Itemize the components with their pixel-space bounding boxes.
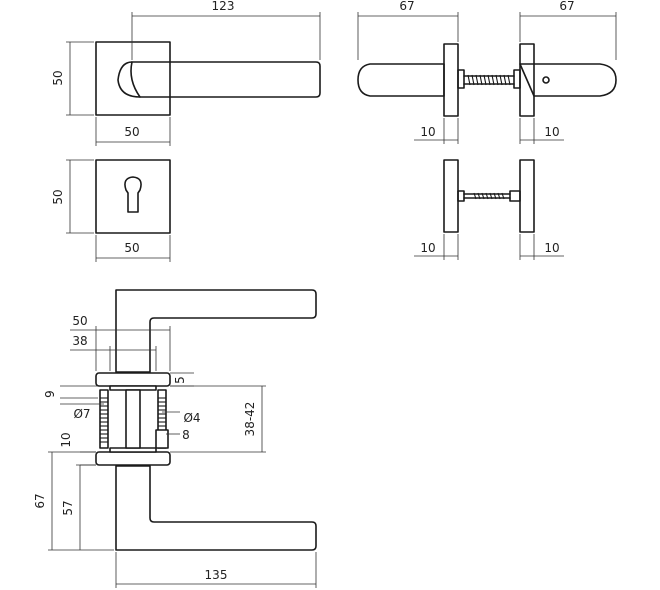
lever-front-view: 123 50 50 bbox=[51, 0, 321, 146]
dim-section-9: 9 bbox=[43, 390, 57, 398]
dim-rose-height: 50 bbox=[51, 70, 65, 85]
upper-lever bbox=[115, 289, 317, 373]
dim-section-10: 10 bbox=[59, 432, 73, 447]
right-bolt bbox=[155, 389, 169, 449]
dim-section-50: 50 bbox=[72, 314, 87, 328]
left-bolt bbox=[99, 389, 109, 449]
dim-left-lever-length: 67 bbox=[399, 0, 414, 13]
dim-esc-width: 50 bbox=[124, 241, 139, 255]
escutcheon-plate bbox=[95, 159, 171, 234]
lever-side-view: 67 67 10 10 bbox=[357, 0, 617, 144]
lower-lever bbox=[115, 465, 317, 551]
right-lever-side bbox=[519, 63, 617, 97]
spindle bbox=[125, 389, 141, 449]
lever-handle bbox=[117, 61, 321, 98]
left-esc-side bbox=[443, 159, 459, 233]
left-rose-side bbox=[443, 43, 459, 117]
escutcheon-view: 50 50 bbox=[51, 159, 171, 262]
dim-section-5: 5 bbox=[173, 376, 187, 384]
dim-section-67: 67 bbox=[33, 493, 47, 508]
upper-rose-section bbox=[95, 372, 171, 387]
lower-rose-section bbox=[95, 451, 171, 466]
dim-right-rose-thickness: 10 bbox=[544, 125, 559, 139]
dim-esc-height: 50 bbox=[51, 189, 65, 204]
dim-left-rose-thickness: 10 bbox=[420, 125, 435, 139]
left-lever-side bbox=[357, 63, 445, 97]
dim-section-135: 135 bbox=[205, 568, 228, 582]
escutcheon-side-view: 10 10 bbox=[414, 159, 564, 260]
dim-section-dia7: Ø7 bbox=[73, 407, 90, 421]
lever-neck-arc bbox=[130, 61, 141, 98]
dim-right-esc-thickness: 10 bbox=[544, 241, 559, 255]
dim-section-38: 38 bbox=[72, 334, 87, 348]
dim-handle-length: 123 bbox=[212, 0, 235, 13]
keyhole-icon bbox=[124, 176, 142, 213]
right-esc-side bbox=[519, 159, 535, 233]
esc-screw bbox=[463, 192, 511, 200]
square-rose bbox=[95, 41, 171, 116]
dim-section-dia4: Ø4 bbox=[183, 411, 200, 425]
dim-right-lever-length: 67 bbox=[559, 0, 574, 13]
sectional-view: 50 38 5 9 Ø7 Ø4 8 38-42 10 67 bbox=[33, 289, 317, 588]
dim-left-esc-thickness: 10 bbox=[420, 241, 435, 255]
dim-section-57: 57 bbox=[61, 500, 75, 515]
dim-rose-width: 50 bbox=[124, 125, 139, 139]
dim-door-thickness: 38-42 bbox=[243, 402, 257, 437]
dim-section-8: 8 bbox=[182, 428, 190, 442]
set-screw-icon bbox=[542, 76, 550, 84]
spindle-thread bbox=[463, 74, 515, 86]
